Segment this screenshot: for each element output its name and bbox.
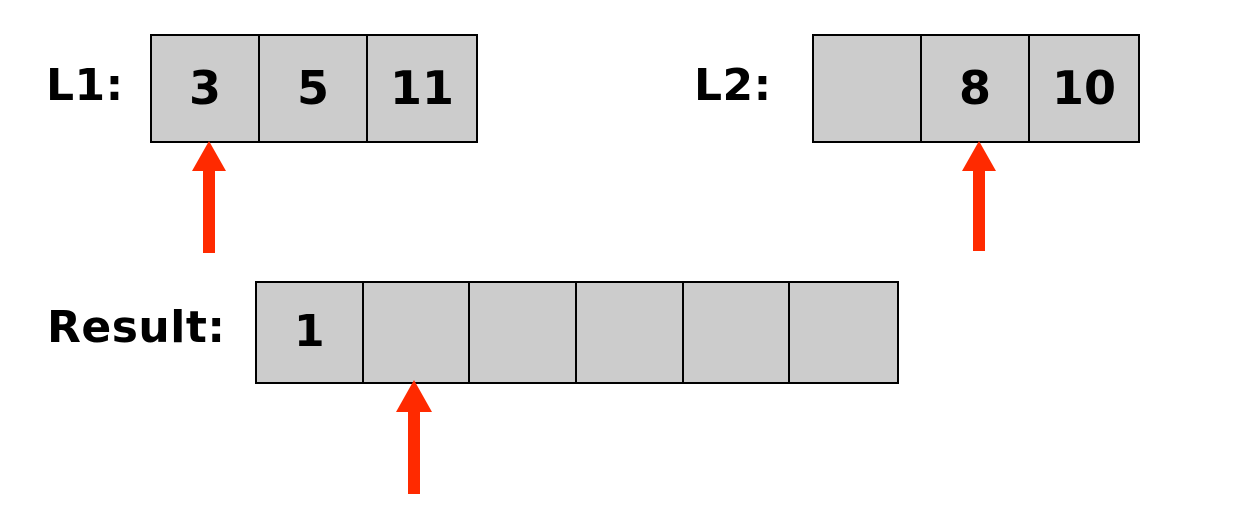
result-row-label: Result:	[47, 302, 226, 353]
l1-array: 3 5 11	[150, 34, 478, 143]
l2-array: 8 10	[812, 34, 1140, 143]
l1-cell-0: 3	[152, 36, 261, 141]
l1-pointer-up-arrow-icon	[192, 141, 226, 253]
l2-pointer-up-arrow-icon	[962, 141, 996, 251]
result-cell-3	[577, 283, 684, 382]
l1-cell-1: 5	[260, 36, 369, 141]
result-cell-1	[363, 283, 471, 382]
result-cell-5	[790, 283, 898, 382]
l2-row-label: L2:	[694, 60, 772, 111]
result-pointer-up-arrow-icon	[396, 380, 432, 494]
result-array: 1	[255, 281, 899, 384]
l2-cell-1: 8	[922, 36, 1031, 141]
l1-cell-2: 11	[368, 36, 477, 141]
l2-cell-2: 10	[1030, 36, 1139, 141]
result-cell-2	[470, 283, 578, 382]
result-cell-4	[683, 283, 791, 382]
l1-row-label: L1:	[46, 60, 124, 111]
l2-cell-0	[814, 36, 923, 141]
result-cell-0: 1	[257, 283, 364, 382]
